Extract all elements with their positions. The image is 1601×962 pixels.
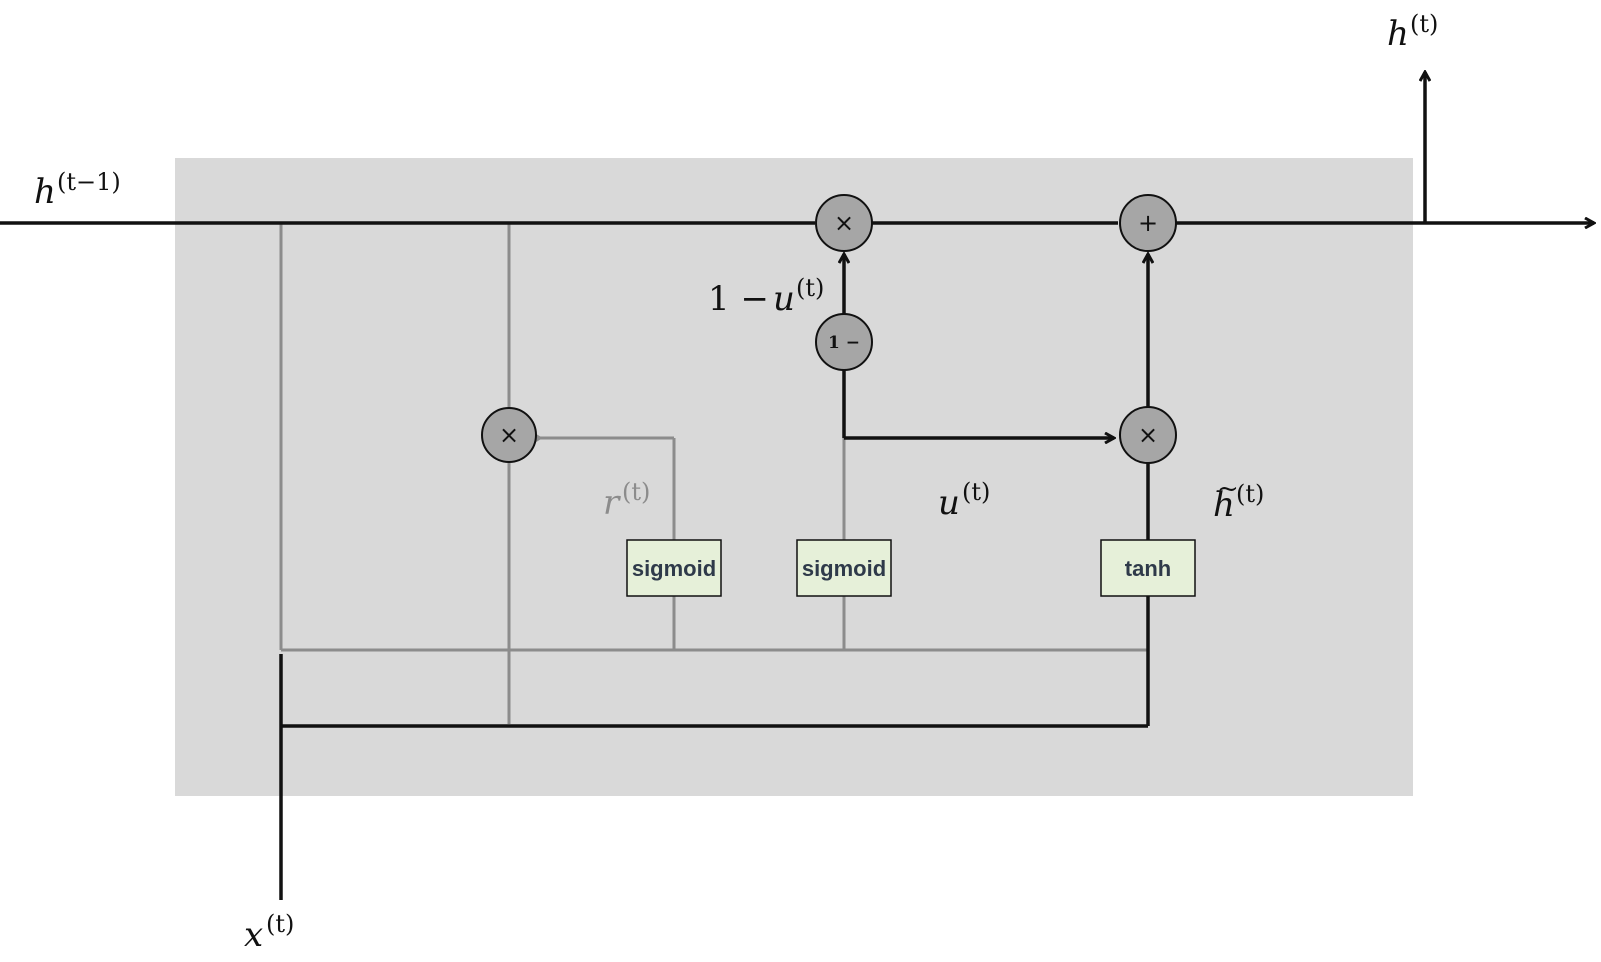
- label-h-tilde: ~ h (t): [1213, 474, 1264, 525]
- candidate-label: tanh: [1125, 556, 1171, 581]
- candidate-box: tanh: [1100, 539, 1196, 597]
- reset-gate-label: sigmoid: [632, 556, 716, 581]
- cell-background: [175, 158, 1413, 796]
- r-base: r: [603, 483, 621, 523]
- h-out-sup: (t): [1410, 10, 1438, 38]
- h-tilde-sup: (t): [1236, 480, 1264, 508]
- node-top-multiply: ×: [815, 194, 873, 252]
- update-multiply-symbol: ×: [1138, 421, 1158, 449]
- gate-connections: [279, 223, 1148, 724]
- one-minus-symbol: 1 −: [828, 333, 860, 353]
- reset-gate-box: sigmoid: [626, 539, 722, 597]
- x-in-base: x: [244, 915, 263, 955]
- h-prev-sup: (t−1): [57, 168, 121, 196]
- label-one-minus-u: 1 − u (t): [708, 274, 824, 319]
- reset-multiply-symbol: ×: [499, 421, 519, 449]
- h-tilde-accent: ~: [1217, 474, 1239, 504]
- label-h-out: h (t): [1387, 10, 1438, 54]
- state-connections: [0, 72, 1594, 900]
- update-gate-label: sigmoid: [802, 556, 886, 581]
- x-in-sup: (t): [266, 910, 294, 938]
- label-u: u (t): [938, 478, 990, 523]
- node-reset-multiply: ×: [481, 407, 537, 463]
- node-add: +: [1119, 194, 1177, 252]
- node-one-minus: 1 −: [815, 313, 873, 371]
- r-sup: (t): [622, 478, 650, 506]
- one-minus-u-base: u: [773, 279, 795, 319]
- label-x-in: x (t): [244, 910, 294, 955]
- label-r: r (t): [603, 478, 650, 523]
- u-sup: (t): [962, 478, 990, 506]
- u-base: u: [938, 483, 960, 523]
- add-symbol: +: [1138, 209, 1158, 237]
- update-gate-box: sigmoid: [796, 539, 892, 597]
- one-minus-u-sup: (t): [796, 274, 824, 302]
- h-tilde-base: h: [1213, 485, 1235, 525]
- node-update-multiply: ×: [1119, 406, 1177, 464]
- h-prev-base: h: [34, 172, 56, 212]
- h-out-base: h: [1387, 14, 1409, 54]
- one-minus-u-prefix: 1 −: [708, 279, 769, 319]
- label-h-prev: h (t−1): [34, 168, 121, 212]
- top-multiply-symbol: ×: [834, 209, 854, 237]
